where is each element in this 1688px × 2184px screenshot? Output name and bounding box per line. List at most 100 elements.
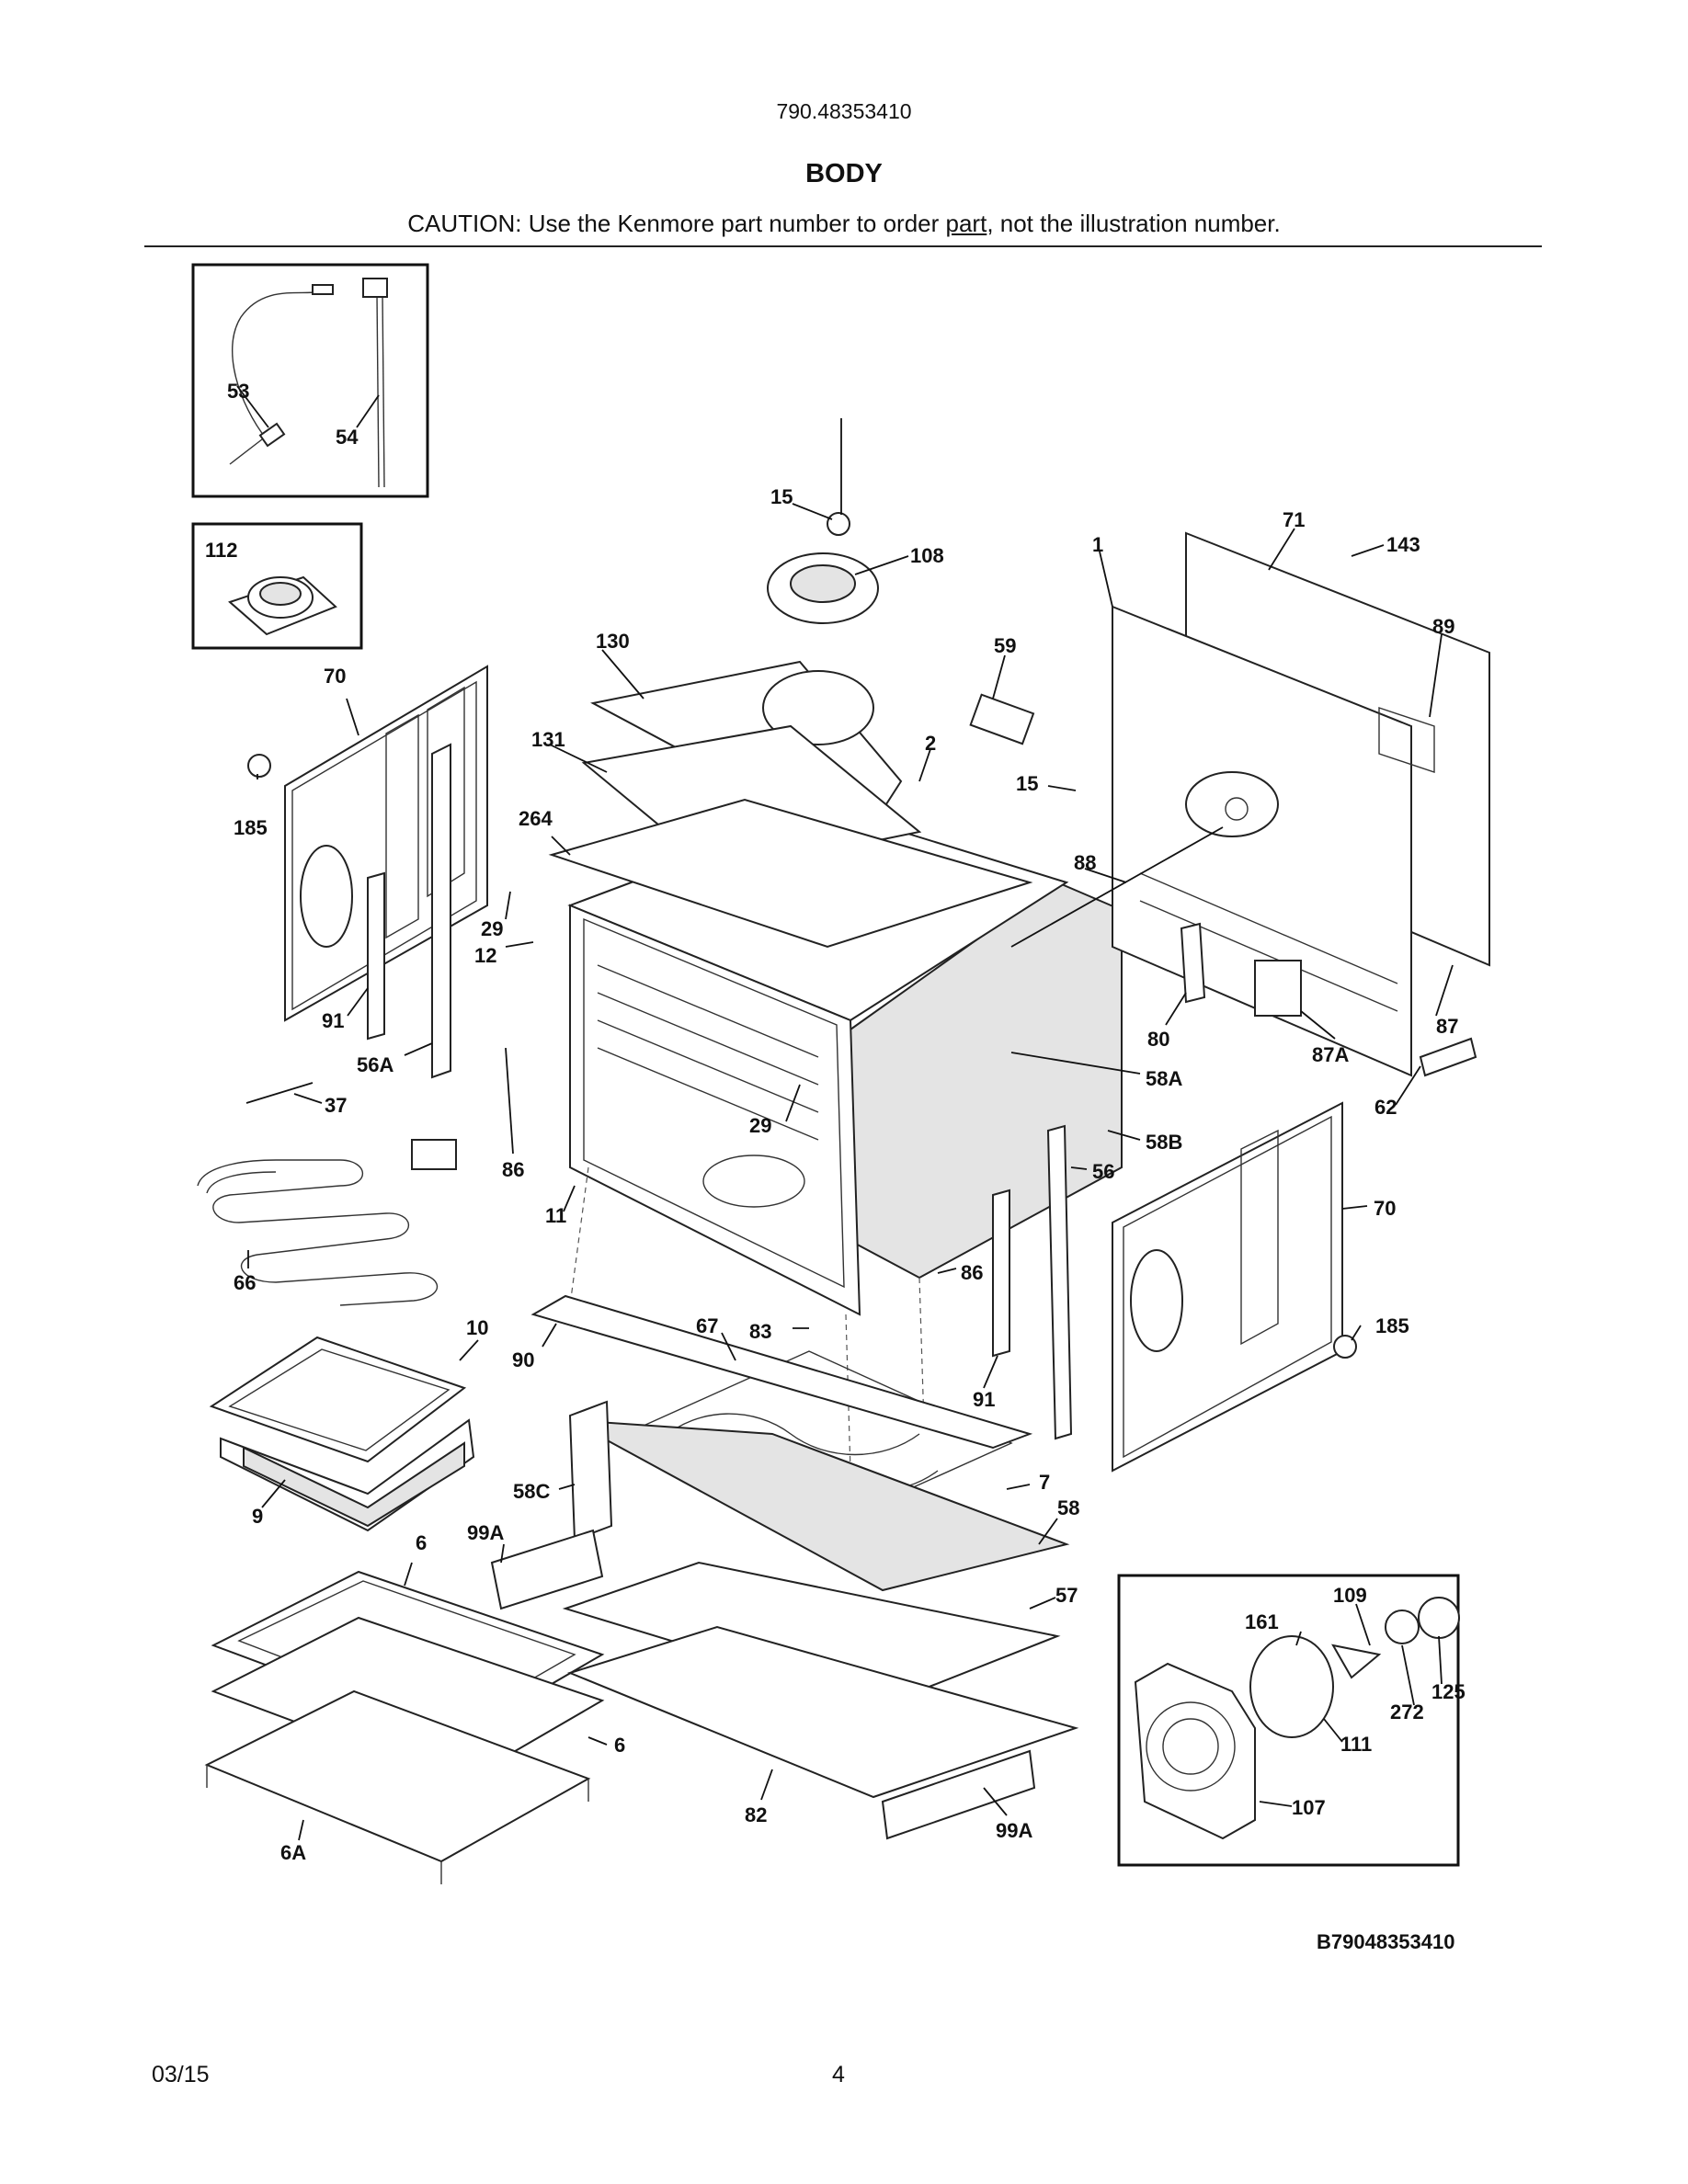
broiler-pan-drawing [209,1336,475,1532]
caution-note: CAUTION: Use the Kenmore part number to … [0,210,1688,238]
callout-54: 54 [336,426,359,449]
callout-86-left: 86 [502,1158,524,1181]
callout-131: 131 [531,728,565,751]
callout-86-right: 86 [961,1261,983,1284]
thermostat-drawing [228,575,337,636]
callout-6-top: 6 [416,1531,427,1554]
revision-date: 03/15 [152,2062,210,2087]
diagram-code: B79048353410 [1317,1930,1455,1953]
callout-83: 83 [749,1320,771,1343]
model-number: 790.48353410 [776,99,912,123]
caution-text-end: , not the illustration number. [987,210,1281,237]
page-number: 4 [832,2062,845,2087]
callout-67: 67 [696,1314,718,1337]
callout-58: 58 [1057,1496,1079,1519]
callout-10: 10 [466,1316,488,1339]
callout-108: 108 [910,544,944,567]
callout-12: 12 [474,944,496,967]
callout-1: 1 [1092,533,1103,556]
plug-185-left-drawing [247,754,271,778]
callout-91-left: 91 [322,1009,344,1032]
callout-70-right: 70 [1374,1197,1396,1220]
inset-box-thermostat [191,522,363,650]
callout-6-bottom: 6 [614,1734,625,1757]
hinge-receptacle-80-drawing [1180,922,1206,1004]
callout-89: 89 [1432,615,1454,638]
callout-185-left: 185 [234,816,268,839]
callout-58c: 58C [513,1480,550,1503]
callout-2: 2 [925,732,936,755]
callout-99a-right: 99A [996,1819,1032,1842]
section-title: BODY [805,159,883,188]
callout-leaders [236,385,1454,1841]
callout-99a-left: 99A [467,1521,504,1544]
callout-87a: 87A [1312,1043,1349,1066]
callout-71: 71 [1283,508,1305,531]
front-frame-90-drawing [530,1294,1033,1450]
callout-57: 57 [1055,1584,1078,1607]
terminal-block-62-drawing [1419,1037,1477,1077]
callout-107: 107 [1292,1796,1326,1819]
insulation-strip-right-drawing [992,1189,1010,1358]
callout-15-right: 15 [1016,772,1038,795]
callout-143: 143 [1386,533,1420,556]
callout-29-upper: 29 [481,917,503,940]
probe-wire-drawing [362,278,388,488]
inset-box-probe [191,263,429,498]
callout-59: 59 [994,634,1016,657]
side-panel-left-drawing [284,665,488,1022]
callout-56: 56 [1092,1160,1114,1183]
callout-88: 88 [1074,851,1096,874]
meat-probe-drawing [229,284,334,465]
callout-11: 11 [545,1204,566,1227]
callout-185-right: 185 [1375,1314,1409,1337]
sensor-37-drawing [245,1082,314,1104]
caution-underlined-word: part [945,210,987,237]
inset-box-convection-fan [1117,1574,1460,1867]
bracket-87a-drawing [1254,960,1302,1017]
callout-161: 161 [1245,1610,1279,1633]
bottom-support-82-drawing [567,1625,1079,1799]
callout-53: 53 [227,380,249,403]
header-divider [144,245,1542,247]
callout-111: 111 [1340,1733,1372,1756]
callout-37: 37 [325,1094,347,1117]
callout-112: 112 [205,539,238,562]
insulation-strip-left-drawing [367,871,385,1041]
bake-element-drawing [197,1139,457,1306]
callout-264: 264 [519,807,553,830]
callout-80: 80 [1147,1028,1169,1051]
callout-29-lower: 29 [749,1114,771,1137]
top-fan-housing-drawing [767,418,879,624]
callout-109: 109 [1333,1584,1367,1607]
harness-88-drawing [1010,826,1224,948]
side-bracket-56-drawing [1046,1124,1073,1440]
bracket-99a-left-drawing [490,1529,604,1610]
bottom-insulation-58-drawing [569,1419,1070,1592]
caution-text-start: CAUTION: Use the Kenmore part number to … [407,210,946,237]
side-bracket-56a-drawing [431,743,451,1079]
insulation-58c-drawing [568,1400,613,1541]
bracket-99a-right-drawing [881,1749,1036,1840]
cover-plate-59-drawing [969,693,1035,745]
callout-9: 9 [252,1505,263,1528]
callout-66: 66 [234,1271,256,1294]
plug-185-right-drawing [1333,1335,1357,1359]
oven-racks-drawing [204,1570,605,1884]
callout-125: 125 [1431,1680,1466,1703]
callout-272: 272 [1390,1701,1424,1723]
callout-58b: 58B [1146,1131,1182,1154]
top-panels-drawing [548,660,1033,949]
convection-fan-drawing [1134,1597,1460,1840]
callout-15-top: 15 [770,485,793,508]
callout-6a: 6A [280,1841,306,1864]
callout-56a: 56A [357,1053,393,1076]
callout-130: 130 [596,630,630,653]
callout-87: 87 [1436,1015,1458,1038]
callout-70-left: 70 [324,665,346,688]
callout-91-right: 91 [973,1388,995,1411]
callout-62: 62 [1374,1096,1397,1119]
callout-58a: 58A [1146,1067,1182,1090]
callout-82: 82 [745,1803,767,1826]
